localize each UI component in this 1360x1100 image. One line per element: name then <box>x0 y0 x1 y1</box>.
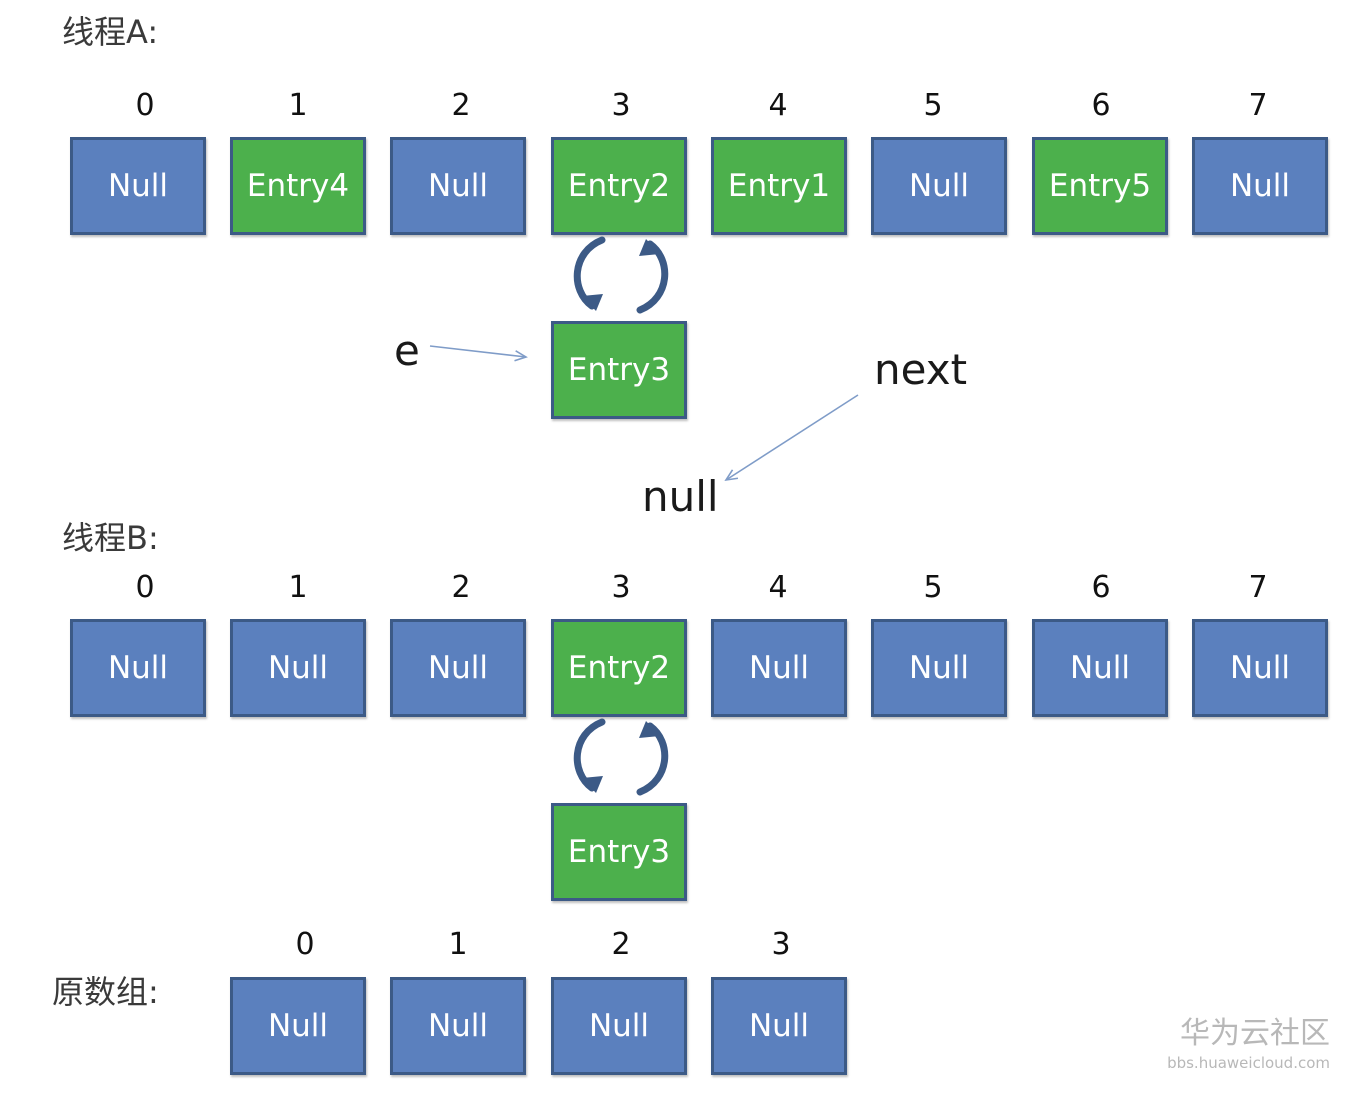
thread-b-bucket-4: Null <box>711 619 847 717</box>
thread-b-bucket-0: Null <box>70 619 206 717</box>
thread-b-index: 1 <box>288 570 308 605</box>
thread-b-index: 0 <box>135 570 155 605</box>
thread-a-bucket-7: Null <box>1192 137 1328 235</box>
watermark-title: 华为云社区 <box>1180 1016 1330 1051</box>
thread-a-cycle-arrow-left <box>573 236 606 311</box>
thread-b-cycle-arrow-right <box>636 721 669 796</box>
thread-a-index: 3 <box>611 88 631 123</box>
original-bucket-3: Null <box>711 977 847 1075</box>
original-bucket-2: Null <box>551 977 687 1075</box>
thread-a-index: 2 <box>451 88 471 123</box>
thread-b-index: 2 <box>451 570 471 605</box>
thread-a-cycle-arrow-right <box>636 239 669 314</box>
thread-a-bucket-0: Null <box>70 137 206 235</box>
thread-a-bucket-2: Null <box>390 137 526 235</box>
thread-a-bucket-5: Null <box>871 137 1007 235</box>
thread-b-bucket-3: Entry2 <box>551 619 687 717</box>
thread-a-index: 4 <box>768 88 788 123</box>
thread-b-bucket-7: Null <box>1192 619 1328 717</box>
thread-b-cycle-arrow-left <box>573 718 606 793</box>
thread-a-index: 5 <box>923 88 943 123</box>
e-pointer-arrow <box>429 345 528 362</box>
thread-b-index: 6 <box>1091 570 1111 605</box>
original-bucket-1: Null <box>390 977 526 1075</box>
next-pointer-arrow <box>724 394 859 482</box>
thread-b-index: 4 <box>768 570 788 605</box>
thread-b-label: 线程B: <box>62 519 159 557</box>
thread-b-bucket-6: Null <box>1032 619 1168 717</box>
thread-a-index: 7 <box>1248 88 1268 123</box>
original-index: 2 <box>611 927 631 962</box>
original-index: 1 <box>448 927 468 962</box>
thread-b-index: 5 <box>923 570 943 605</box>
thread-b-index: 7 <box>1248 570 1268 605</box>
thread-a-bucket-6: Entry5 <box>1032 137 1168 235</box>
thread-a-index: 6 <box>1091 88 1111 123</box>
thread-b-bucket-5: Null <box>871 619 1007 717</box>
null-label: null <box>642 472 719 521</box>
thread-b-bucket-1: Null <box>230 619 366 717</box>
thread-b-chain-node: Entry3 <box>551 803 687 901</box>
thread-a-bucket-1: Entry4 <box>230 137 366 235</box>
thread-a-chain-node: Entry3 <box>551 321 687 419</box>
watermark-url: bbs.huaweicloud.com <box>1167 1054 1330 1072</box>
thread-a-index: 0 <box>135 88 155 123</box>
thread-a-index: 1 <box>288 88 308 123</box>
thread-b-index: 3 <box>611 570 631 605</box>
original-index: 3 <box>771 927 791 962</box>
thread-a-bucket-4: Entry1 <box>711 137 847 235</box>
thread-b-bucket-2: Null <box>390 619 526 717</box>
original-index: 0 <box>295 927 315 962</box>
e-pointer-label: e <box>394 326 420 375</box>
original-array-label: 原数组: <box>52 973 159 1011</box>
next-pointer-label: next <box>874 345 968 394</box>
thread-a-bucket-3: Entry2 <box>551 137 687 235</box>
original-bucket-0: Null <box>230 977 366 1075</box>
thread-a-label: 线程A: <box>62 13 159 51</box>
